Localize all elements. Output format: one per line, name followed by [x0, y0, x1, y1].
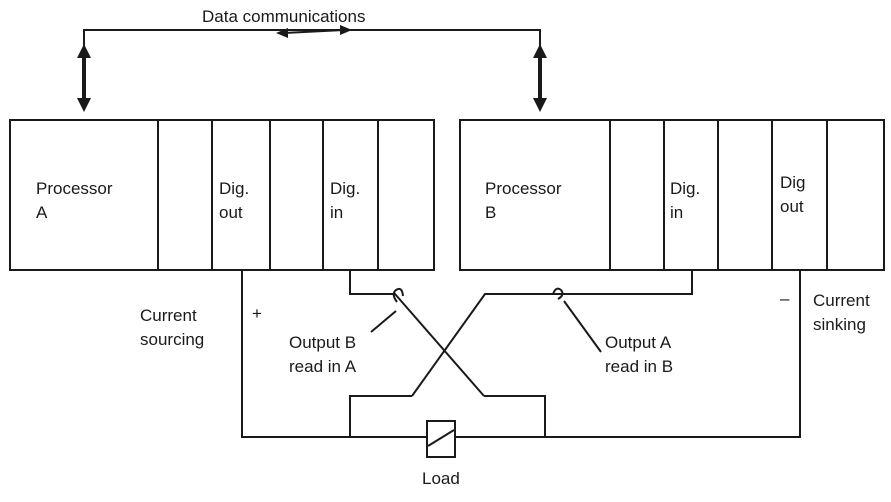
- load-label: Load: [422, 469, 460, 488]
- bus-arrow-b-shaft: [538, 56, 542, 100]
- processor-b-dig-out-line2: out: [780, 197, 804, 216]
- current-sourcing-wire: [241, 270, 426, 438]
- bus-center-arrow-right: [340, 25, 352, 35]
- bus-arrow-a-down: [77, 98, 91, 112]
- current-sourcing-label-line2: sourcing: [140, 330, 205, 349]
- processor-a-name-line1: Processor: [36, 179, 113, 198]
- bus-center-arrow-left: [276, 28, 288, 38]
- output-b-leader: [370, 310, 397, 333]
- processor-b-name-line2: B: [485, 203, 497, 222]
- output-b-label-line2: read in A: [289, 357, 357, 376]
- processor-a-dig-out-line2: out: [219, 203, 243, 222]
- processor-a-dig-out-line1: Dig.: [219, 179, 250, 198]
- processor-a-rack: [9, 119, 435, 271]
- negative-polarity-mark: –: [780, 289, 790, 308]
- branch-left-wire: [349, 395, 412, 437]
- output-a-label-line2: read in B: [605, 357, 674, 376]
- load-coil: [426, 420, 456, 458]
- output-a-leader: [563, 300, 602, 353]
- diagram-title: Data communications: [202, 7, 366, 26]
- bus-arrow-a-shaft: [82, 56, 86, 100]
- processor-b-dig-out-line1: Dig: [780, 173, 806, 192]
- positive-polarity-mark: +: [252, 304, 262, 323]
- bus-arrow-b-down: [533, 98, 547, 112]
- data-bus-line: [83, 29, 541, 50]
- processor-b-name-line1: Processor: [485, 179, 562, 198]
- bus-arrow-a-up: [77, 44, 91, 58]
- processor-b-dig-in-line1: Dig.: [670, 179, 701, 198]
- current-sinking-label-line2: sinking: [813, 315, 866, 334]
- output-a-label-line1: Output A: [605, 333, 672, 352]
- output-a-read-in-b-wire: [411, 270, 693, 397]
- branch-right-wire: [484, 395, 546, 437]
- processor-a-dig-in-line1: Dig.: [330, 179, 361, 198]
- current-sourcing-label-line1: Current: [140, 306, 197, 325]
- processor-a-name-line2: A: [36, 203, 48, 222]
- output-b-label-line1: Output B: [289, 333, 357, 352]
- current-sinking-label-line1: Current: [813, 291, 870, 310]
- output-b-read-in-a-wire: [349, 270, 485, 397]
- bus-center-arrow-line: [283, 29, 345, 34]
- bus-arrow-b-up: [533, 44, 547, 58]
- output-a-sense-loop: [552, 287, 564, 300]
- output-b-sense-loop: [392, 287, 404, 303]
- processor-b-dig-in-line2: in: [670, 203, 684, 222]
- load-coil-slash: [427, 429, 455, 447]
- processor-b-rack: [459, 119, 885, 271]
- processor-a-dig-in-line2: in: [330, 203, 344, 222]
- current-sinking-wire: [456, 270, 801, 438]
